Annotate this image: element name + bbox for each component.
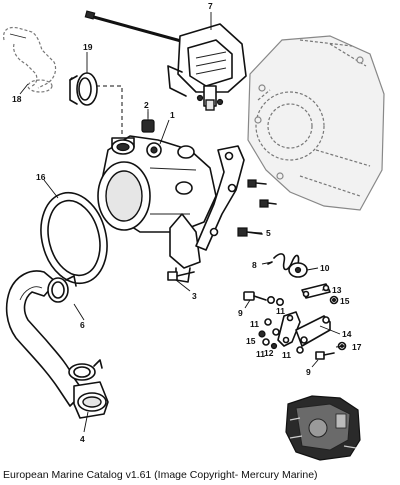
link-arm-part-13 (301, 283, 331, 299)
callout-9-lower: 9 (306, 367, 311, 377)
bolt-part-3 (167, 271, 195, 281)
callout-1: 1 (170, 110, 175, 120)
callout-3: 3 (192, 291, 197, 301)
callout-11-a: 11 (250, 319, 259, 329)
callout-11-d: 11 (282, 350, 291, 360)
cam-disc-part-10 (288, 262, 308, 278)
callout-12: 12 (264, 348, 274, 358)
nut-part-15-lower (258, 330, 266, 338)
actuator-part-7 (84, 10, 247, 111)
nut-part-12 (270, 342, 278, 350)
hose-elbow-part-18 (3, 26, 57, 93)
washers-part-11 (262, 318, 304, 354)
bolts-right-of-bracket (247, 179, 277, 208)
copyright-caption: European Marine Catalog v1.61 (Image Cop… (3, 469, 318, 481)
callout-15-upper: 15 (340, 296, 350, 306)
callout-6: 6 (80, 320, 85, 330)
engine-block-background (247, 35, 385, 211)
nut-part-15-upper (329, 295, 339, 305)
assembly-line (96, 85, 123, 134)
lower-hose-assembly (5, 270, 109, 419)
callout-15-lower: 15 (246, 336, 256, 346)
callout-labels: 1 2 3 4 5 6 7 8 9 9 10 11 11 11 11 12 13… (12, 1, 362, 444)
engine-thumbnail-inset (285, 395, 361, 461)
mounting-bracket (195, 145, 245, 251)
callout-11-b: 11 (276, 306, 285, 316)
callout-10: 10 (320, 263, 330, 273)
callout-11-c: 11 (256, 349, 265, 359)
callout-19: 19 (83, 42, 93, 52)
callout-5: 5 (266, 228, 271, 238)
callout-2: 2 (144, 100, 149, 110)
clamp-ring-part-19 (69, 72, 98, 106)
callout-8: 8 (252, 260, 257, 270)
callout-4: 4 (80, 434, 85, 444)
leader-lines (19, 12, 346, 433)
gasket-part-16 (40, 191, 108, 285)
bolt-part-9-left (243, 291, 284, 306)
bolt-part-9-lower (315, 351, 335, 360)
callout-14: 14 (342, 329, 352, 339)
callout-17: 17 (352, 342, 362, 352)
callout-18: 18 (12, 94, 22, 104)
callout-9-left: 9 (238, 308, 243, 318)
callout-13: 13 (332, 285, 342, 295)
callout-16: 16 (36, 172, 46, 182)
linkage-arms-part-14 (277, 311, 331, 347)
exhaust-housing-part-1 (97, 135, 217, 283)
callout-7: 7 (208, 1, 213, 11)
